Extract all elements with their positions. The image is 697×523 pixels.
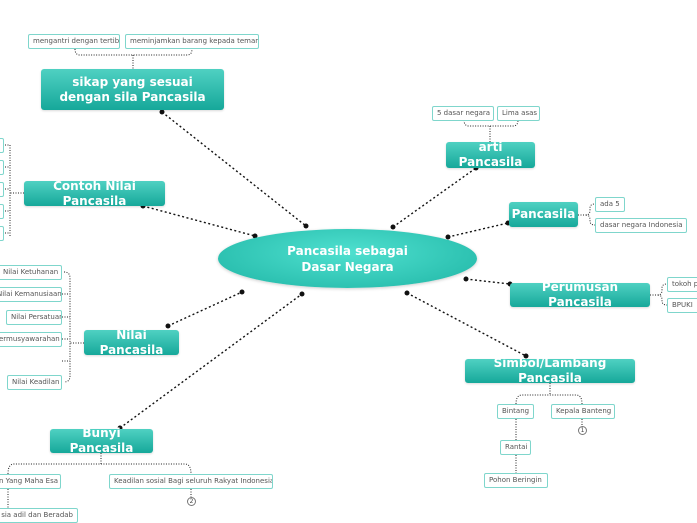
leaf-bintang[interactable]: Bintang bbox=[497, 404, 534, 419]
leaf-dasar-negara-indonesia[interactable]: dasar negara Indonesia bbox=[595, 218, 687, 233]
leaf-contoh-4[interactable] bbox=[0, 204, 4, 219]
topic-sikap[interactable]: sikap yang sesuai dengan sila Pancasila bbox=[41, 69, 224, 110]
collapsed-count-badge[interactable]: 2 bbox=[187, 497, 196, 506]
leaf-mengantri[interactable]: mengantri dengan tertib bbox=[28, 34, 120, 49]
central-topic[interactable]: Pancasila sebagai Dasar Negara bbox=[218, 229, 477, 288]
topic-arti-pancasila[interactable]: arti Pancasila bbox=[446, 140, 535, 169]
leaf-5-dasar-negara[interactable]: 5 dasar negara bbox=[432, 106, 494, 121]
leaf-tokoh[interactable]: tokoh p bbox=[667, 277, 697, 292]
leaf-kemanusiaan-adil[interactable]: sia adil dan Beradab bbox=[0, 508, 78, 523]
link-nilai bbox=[167, 291, 243, 327]
topic-simbol-lambang[interactable]: Simbol/Lambang Pancasila bbox=[465, 356, 635, 385]
topic-bunyi-pancasila[interactable]: Bunyi Pancasila bbox=[50, 426, 153, 455]
leaf-nilai-kemanusiaan[interactable]: Nilai Kemanusiaan bbox=[0, 287, 62, 302]
link-contoh bbox=[142, 205, 256, 237]
leaf-meminjamkan[interactable]: meminjamkan barang kepada teman bbox=[125, 34, 259, 49]
topic-nilai-pancasila[interactable]: Nilai Pancasila bbox=[84, 327, 179, 357]
topic-perumusan-pancasila-label: Perumusan Pancasila bbox=[541, 280, 619, 309]
topic-pancasila-label: Pancasila bbox=[511, 207, 576, 221]
leaf-nilai-keadilan[interactable]: Nilai Keadilan bbox=[7, 375, 62, 390]
leaf-nilai-persatuan[interactable]: Nilai Persatuan bbox=[6, 310, 62, 325]
leaf-kepala-banteng[interactable]: Kepala Banteng bbox=[551, 404, 615, 419]
topic-sikap-label: sikap yang sesuai dengan sila Pancasila bbox=[59, 74, 206, 104]
leaf-pohon-beringin[interactable]: Pohon Beringin bbox=[484, 473, 548, 488]
leaf-contoh-3[interactable] bbox=[0, 182, 4, 197]
leaf-lima-asas[interactable]: Lima asas bbox=[497, 106, 540, 121]
leaf-nilai-permusyawarahan[interactable]: ermusyawarahan bbox=[0, 332, 62, 347]
leaf-ada-5[interactable]: ada 5 bbox=[595, 197, 625, 212]
topic-contoh-nilai[interactable]: Contoh Nilai Pancasila bbox=[24, 178, 165, 208]
topic-simbol-lambang-label: Simbol/Lambang Pancasila bbox=[493, 356, 607, 385]
topic-pancasila[interactable]: Pancasila bbox=[509, 202, 578, 227]
topic-nilai-pancasila-label: Nilai Pancasila bbox=[99, 327, 164, 357]
leaf-rantai[interactable]: Rantai bbox=[500, 440, 531, 455]
leaf-bpuki[interactable]: BPUKI bbox=[667, 298, 697, 313]
collapsed-count-badge[interactable]: 1 bbox=[578, 426, 587, 435]
leaf-nilai-ketuhanan[interactable]: Nilai Ketuhanan bbox=[0, 265, 62, 280]
link-bunyi bbox=[119, 293, 303, 429]
link-simbol bbox=[406, 292, 527, 357]
leaf-keadilan-sosial[interactable]: Keadilan sosial Bagi seluruh Rakyat Indo… bbox=[109, 474, 273, 489]
leaf-ketuhanan-maha-esa[interactable]: n Yang Maha Esa bbox=[0, 474, 61, 489]
topic-arti-pancasila-label: arti Pancasila bbox=[458, 140, 523, 169]
topic-perumusan-pancasila[interactable]: Perumusan Pancasila bbox=[510, 280, 650, 309]
link-perumusan bbox=[465, 278, 511, 285]
topic-bunyi-pancasila-label: Bunyi Pancasila bbox=[69, 426, 134, 455]
leaf-contoh-2[interactable] bbox=[0, 160, 4, 175]
link-arti bbox=[392, 167, 477, 228]
topic-contoh-nilai-label: Contoh Nilai Pancasila bbox=[53, 178, 136, 208]
central-topic-label: Pancasila sebagai Dasar Negara bbox=[287, 243, 408, 274]
leaf-contoh-5[interactable] bbox=[0, 226, 4, 241]
link-pancasila bbox=[447, 222, 509, 238]
leaf-contoh-1[interactable] bbox=[0, 138, 4, 153]
link-sikap bbox=[161, 111, 307, 227]
